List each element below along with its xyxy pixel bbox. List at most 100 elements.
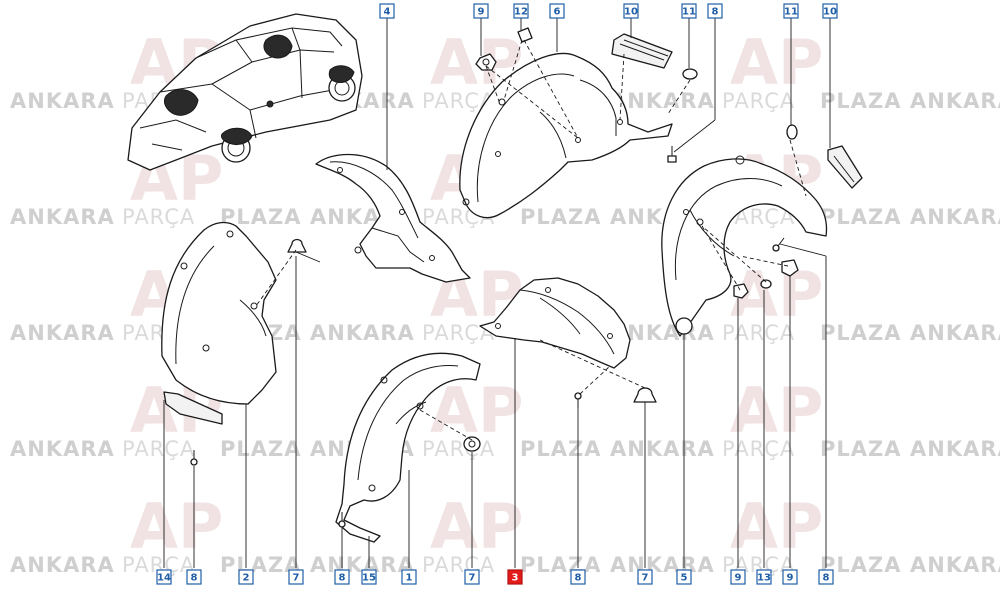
part-6-wheel-arch-liner [459, 52, 673, 219]
watermark-text-1-3-0: ANKARA [910, 205, 1000, 229]
watermark-text-3-3-0: ANKARA [910, 437, 1000, 461]
watermark-text-3-2-1: PARÇA [722, 437, 795, 461]
callout-8: 8 [707, 3, 723, 19]
watermark-text-2-2-2: PLAZA [820, 321, 902, 345]
callout-box [623, 3, 639, 19]
watermark-text-2-1-0: ANKARA [310, 321, 415, 345]
watermark-logo-4-1: AP [430, 490, 523, 563]
watermark-text-0-2-1: PARÇA [722, 89, 795, 113]
callout-box [464, 569, 480, 585]
callout-10: 10 [822, 3, 838, 19]
callout-box [549, 3, 565, 19]
callout-box [361, 569, 377, 585]
part-1-wheel-arch-liner [335, 352, 481, 543]
callout-box [473, 3, 489, 19]
callout-box [782, 569, 798, 585]
callout-6: 6 [549, 3, 565, 19]
callout-label: 6 [554, 7, 561, 18]
watermark-text-0-2-2: PLAZA [820, 89, 902, 113]
callout-14: 14 [156, 569, 172, 585]
callout-label: 8 [191, 573, 198, 584]
callout-label: 9 [478, 7, 485, 18]
callout-label: 11 [784, 7, 798, 18]
callout-4: 4 [379, 3, 395, 19]
watermark-logo-4-0: AP [130, 490, 223, 563]
callout-label: 7 [293, 573, 300, 584]
watermark-text-3-2-2: PLAZA [820, 437, 902, 461]
part-5-wheel-arch-liner [661, 155, 828, 337]
callout-8: 8 [186, 569, 202, 585]
callout-box [513, 3, 529, 19]
callout-10: 10 [623, 3, 639, 19]
part-9-nut-right-a [733, 283, 749, 299]
watermark-text-1-0-0: ANKARA [10, 205, 115, 229]
watermark-text-3-1-1: PARÇA [422, 437, 495, 461]
watermark-text-3-2-0: ANKARA [610, 437, 715, 461]
callout-2: 2 [238, 569, 254, 585]
callout-label: 7 [469, 573, 476, 584]
callout-15: 15 [361, 569, 377, 585]
part-7-washer-middle [463, 436, 481, 452]
part-4-wheel-arch-liner [315, 153, 471, 283]
watermark-text-1-1-2: PLAZA [520, 205, 602, 229]
watermark-text-0-2-0: ANKARA [610, 89, 715, 113]
part-11-washer [682, 68, 698, 80]
callout-box [156, 569, 172, 585]
watermark-text-2-0-0: ANKARA [10, 321, 115, 345]
part-11-washer-right [786, 124, 798, 140]
callout-box [334, 569, 350, 585]
callout-box [570, 569, 586, 585]
watermark-logo-0-2: AP [730, 26, 823, 99]
callout-label: 1 [406, 573, 413, 584]
callout-box [238, 569, 254, 585]
callout-box [507, 569, 523, 585]
callout-label: 15 [362, 573, 376, 584]
part-7-grommet-center [633, 387, 657, 403]
callout-8: 8 [818, 569, 834, 585]
callout-label: 14 [157, 573, 171, 584]
car-illustration [127, 13, 363, 171]
callout-label: 8 [575, 573, 582, 584]
callout-7: 7 [288, 569, 304, 585]
callout-box [783, 3, 799, 19]
callout-12: 12 [513, 3, 529, 19]
callout-box [730, 569, 746, 585]
watermark-logo-3-2: AP [730, 374, 823, 447]
watermark-text-3-0-0: ANKARA [10, 437, 115, 461]
callout-box [401, 569, 417, 585]
watermark-text-2-3-0: ANKARA [910, 321, 1000, 345]
callout-label: 10 [823, 7, 837, 18]
callout-13: 13 [756, 569, 772, 585]
part-10-clip-block [611, 33, 673, 69]
callout-9: 9 [473, 3, 489, 19]
watermark-text-4-0-0: ANKARA [10, 553, 115, 577]
watermark-text-4-2-0: ANKARA [610, 553, 715, 577]
callout-9: 9 [782, 569, 798, 585]
watermark-text-0-0-0: ANKARA [10, 89, 115, 113]
part-10-clip-block-right [827, 145, 863, 189]
watermark-text-0-3-0: ANKARA [910, 89, 1000, 113]
watermark-text-4-0-2: PLAZA [220, 553, 302, 577]
part-9-nut-right-b [781, 259, 799, 277]
callout-5: 5 [676, 569, 692, 585]
callout-7: 7 [464, 569, 480, 585]
watermark-text-3-0-1: PARÇA [122, 437, 195, 461]
watermark-text-1-2-2: PLAZA [820, 205, 902, 229]
callout-box [379, 3, 395, 19]
part-3-wheel-arch-liner [479, 277, 631, 369]
part-8-screw-left [190, 450, 198, 466]
watermark-text-4-1-2: PLAZA [520, 553, 602, 577]
part-12-clip [517, 27, 533, 43]
callout-label: 9 [735, 573, 742, 584]
part-8-screw [667, 146, 677, 163]
callout-label: 8 [712, 7, 719, 18]
part-7-grommet-left [287, 238, 307, 253]
watermark-logo-4-2: AP [730, 490, 823, 563]
callout-label: 8 [823, 573, 830, 584]
watermark-text-4-1-1: PARÇA [422, 553, 495, 577]
part-8-screw-middle [338, 512, 346, 528]
watermark-text-3-0-2: PLAZA [220, 437, 302, 461]
callout-3: 3 [507, 569, 523, 585]
callout-label: 4 [384, 7, 391, 18]
